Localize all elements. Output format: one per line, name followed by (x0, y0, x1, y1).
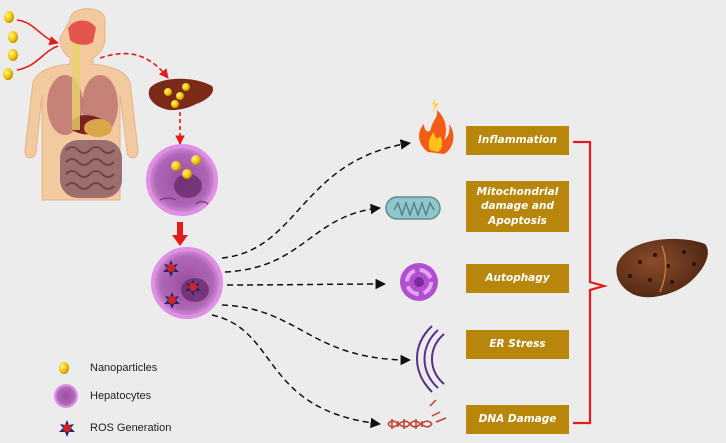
arrow-body-to-liver (99, 52, 169, 79)
legend-hepatocyte-symbol (54, 384, 78, 408)
legend-nanoparticles-label: Nanoparticles (90, 362, 158, 374)
legend-nanoparticle-symbol (59, 362, 69, 374)
inflammation-icon (419, 98, 454, 154)
er-stress-icon (416, 325, 445, 393)
mitochondrial-damage-apoptosis-box: Mitochondrial damage and Apoptosis (466, 181, 569, 232)
arrow-to-dna (211, 314, 382, 429)
arrow-to-autophagy (226, 278, 387, 290)
hepatocyte-with-nanoparticles (146, 144, 218, 216)
damaged-liver-icon (616, 238, 708, 298)
arrow-to-mitochondria (224, 203, 382, 273)
pathway-arrows (211, 139, 412, 429)
er-stress-box: ER Stress (466, 330, 569, 359)
arrow-to-inflammation (221, 139, 412, 259)
human-body-illustration (24, 8, 139, 201)
mitochondria-icon (385, 196, 441, 220)
summary-bracket (573, 140, 609, 425)
legend-ros-label: ROS Generation (90, 422, 172, 434)
autophagy-icon (400, 263, 438, 301)
liver-with-nanoparticles (148, 78, 214, 111)
inflammation-box: Inflammation (466, 126, 569, 155)
legend-ros-symbol (59, 420, 75, 437)
incoming-nanoparticles (3, 11, 59, 80)
legend-hepatocytes-label: Hepatocytes (90, 390, 152, 402)
hepatocyte-with-ros (151, 247, 223, 319)
arrow-to-er-stress (221, 304, 412, 366)
dna-damage-icon (387, 399, 447, 429)
arrow-hepatocyte-to-ros-cell (172, 222, 188, 246)
dna-damage-box: DNA Damage (466, 405, 569, 434)
autophagy-box: Autophagy (466, 264, 569, 293)
